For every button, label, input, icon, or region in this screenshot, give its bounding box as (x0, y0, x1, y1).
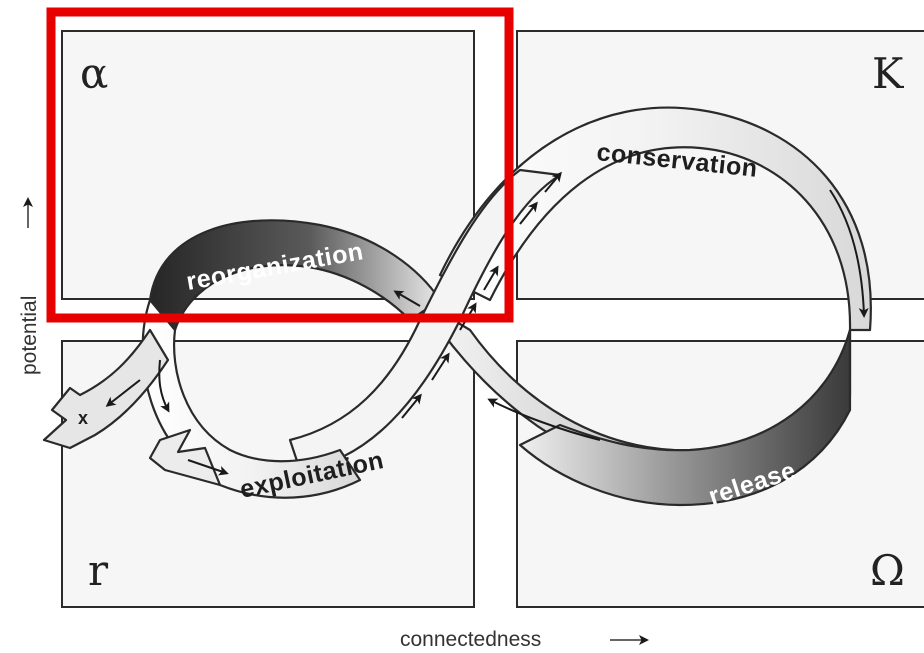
arrow-exit (105, 379, 141, 407)
y-axis-label: potential (18, 296, 41, 375)
arrow-release-left (487, 398, 601, 441)
quadrant-r-letter: r (88, 546, 109, 595)
arrow-diagonal-6 (544, 171, 562, 193)
arrow-down-left (158, 359, 170, 413)
quadrant-k-letter: K (872, 49, 905, 98)
band-release-dark (518, 328, 852, 507)
band-exit-arrow (42, 328, 170, 450)
arrow-conservation-down (829, 189, 869, 318)
label-exit-x: x (78, 408, 89, 428)
highlight-box (46, 7, 514, 323)
arrow-diagonal-5 (519, 201, 538, 225)
arrow-reorg-back (393, 290, 421, 307)
arrow-diagonal-4 (483, 265, 499, 291)
band-exploitation-tail (148, 428, 222, 487)
quadrant-omega-letter: Ω (870, 546, 905, 595)
arrow-diagonal-1 (401, 393, 422, 419)
quadrant-alpha-letter: α (80, 49, 108, 98)
x-axis-label: connectedness (400, 628, 541, 651)
band-conservation (438, 106, 872, 332)
arrow-diagonal-2 (431, 352, 450, 381)
arrow-exploitation-start (187, 459, 229, 476)
